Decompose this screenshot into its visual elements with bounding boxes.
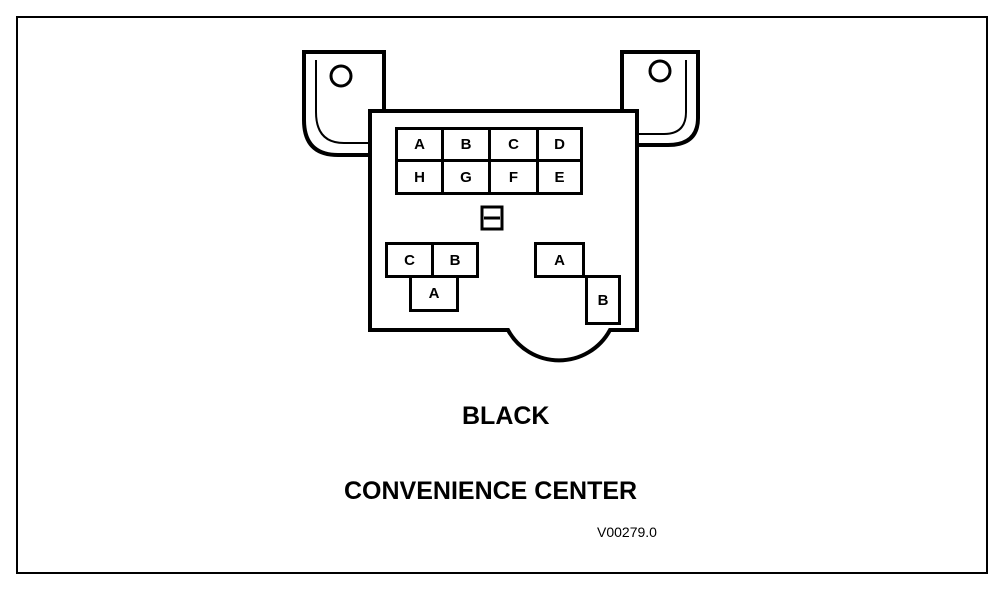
diagram-frame	[16, 16, 988, 574]
cavity-grid-bottom-4: E	[536, 159, 583, 195]
cavity-grid-top-4: D	[536, 127, 583, 162]
left-ear-inner-line	[315, 60, 372, 144]
cavity-grid-top-2: B	[441, 127, 491, 162]
cavity-left-top-2: B	[431, 242, 479, 278]
cavity-left-bottom: A	[409, 275, 459, 312]
connector-color-label: BLACK	[462, 402, 550, 430]
cavity-grid-top-3: C	[488, 127, 539, 162]
right-mounting-ear	[620, 50, 700, 147]
cavity-grid-top-1: A	[395, 127, 444, 162]
cavity-right-top: A	[534, 242, 585, 278]
right-ear-inner-line	[638, 60, 687, 135]
figure-code-label: V00279.0	[597, 524, 657, 540]
right-mounting-hole	[648, 59, 672, 83]
cavity-grid-bottom-3: F	[488, 159, 539, 195]
cavity-right-bottom: B	[585, 275, 621, 325]
cavity-left-top-1: C	[385, 242, 434, 278]
connector-name-label: CONVENIENCE CENTER	[344, 477, 638, 505]
left-mounting-hole	[329, 64, 353, 88]
cavity-grid-bottom-2: G	[441, 159, 491, 195]
cavity-grid-bottom-1: H	[395, 159, 444, 195]
left-mounting-ear	[302, 50, 386, 157]
